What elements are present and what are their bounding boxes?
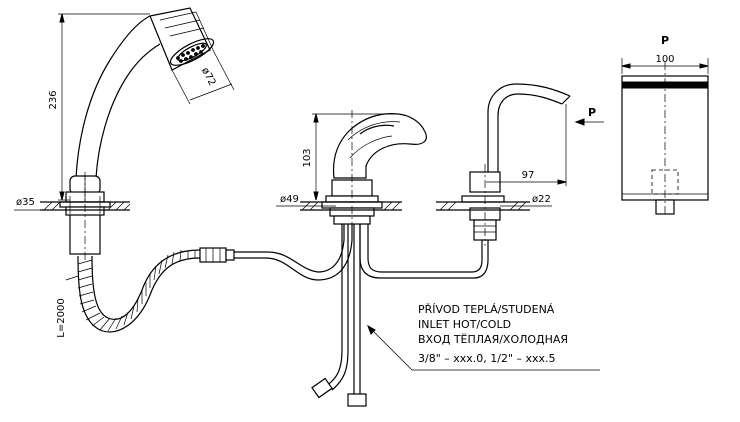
mixer-base-diameter-label: ø49 <box>280 194 299 205</box>
dimension-lines <box>14 13 604 371</box>
inlet-note-line-4: 3/8" – xxx.0, 1/2" – xxx.5 <box>418 352 556 365</box>
shower-base-diameter-label: ø35 <box>16 197 35 208</box>
inlet-note-line-2: INLET HOT/COLD <box>418 318 511 331</box>
inlet-hoses <box>311 224 367 407</box>
spout-reach-label: 97 <box>522 170 535 181</box>
mixer-height-label: 103 <box>302 148 313 167</box>
inlet-note-line-3: ВХОД ТЁПЛАЯ/ХОЛОДНАЯ <box>418 333 568 346</box>
side-width-label: 100 <box>655 54 674 65</box>
inlet-note-line-1: PŘÍVOD TEPLÁ/STUDENÁ <box>418 303 555 316</box>
hand-shower <box>59 7 215 260</box>
side-view-p <box>621 58 709 216</box>
shower-hose <box>77 247 235 333</box>
connection-pipes <box>234 224 489 281</box>
shower-head-diameter-label: ø72 <box>199 66 218 88</box>
view-arrow-label: P <box>588 106 596 119</box>
spout-base-diameter-label: ø22 <box>532 194 551 205</box>
side-view-title: P <box>661 34 669 47</box>
hose-length-label: L=2000 <box>56 298 67 337</box>
hand-shower-height-label: 236 <box>48 90 59 109</box>
deck-section-right <box>436 201 530 211</box>
spout <box>461 83 571 246</box>
mixer-body <box>321 110 427 228</box>
